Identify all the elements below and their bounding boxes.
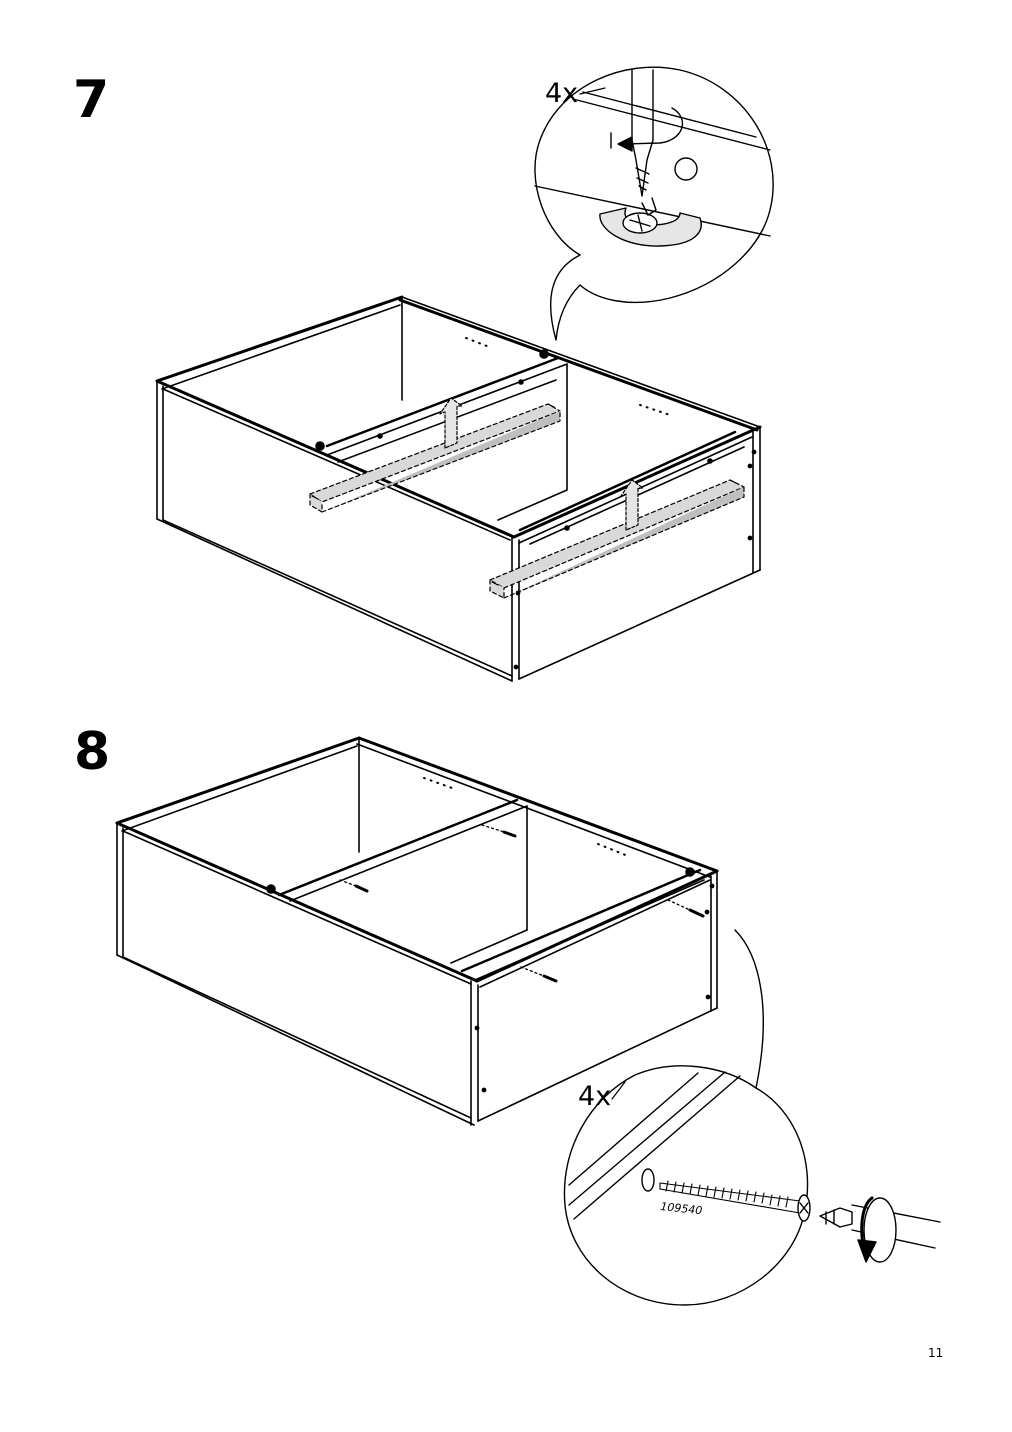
- step-8-detail-callout: [563, 929, 941, 1306]
- step-7-lift-arrows: [439, 397, 644, 531]
- step-7-rails: [309, 403, 745, 599]
- step-8-quantity: 4x: [578, 1081, 612, 1112]
- step-7-number: 7: [73, 70, 110, 130]
- page-number: 11: [928, 1346, 944, 1360]
- step-7-quantity: 4x: [545, 78, 579, 109]
- step-8-number: 8: [74, 722, 111, 782]
- step-8-screws: [339, 824, 705, 983]
- step-7-drawer-frame: [155, 295, 762, 682]
- step-7-detail-callout: [534, 66, 774, 341]
- step-8-drawer-frame: [115, 736, 719, 1126]
